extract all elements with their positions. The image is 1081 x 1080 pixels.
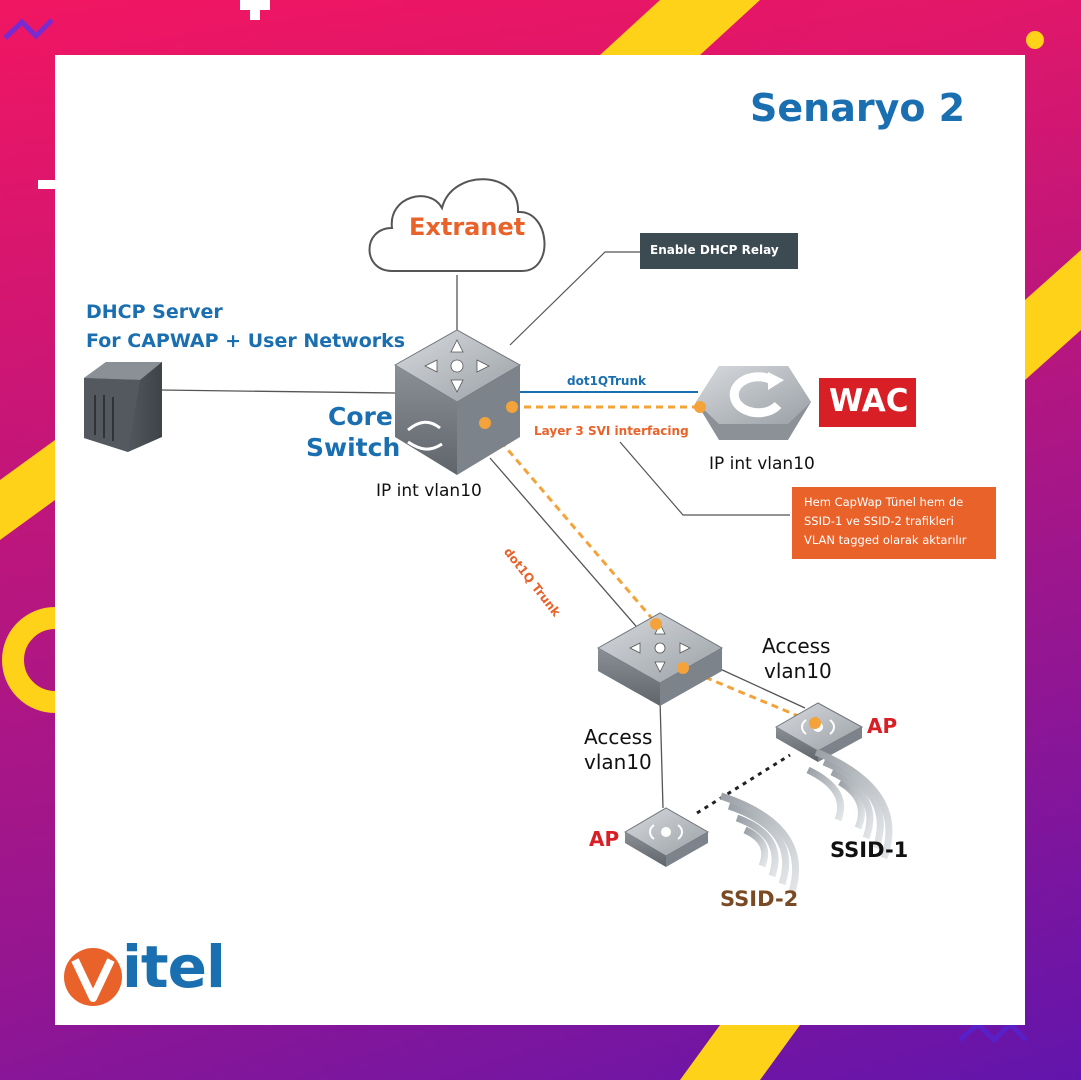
port-dot-access-1 xyxy=(650,618,662,630)
ssid1-label: SSID-1 xyxy=(830,838,909,862)
access-switch-icon xyxy=(596,612,724,706)
callout-line-dhcp-relay xyxy=(509,251,640,346)
page-title: Senaryo 2 xyxy=(750,86,966,130)
port-dot-wac xyxy=(694,401,706,413)
cloud-icon xyxy=(368,178,546,272)
wifi-signal-icon-ssid1 xyxy=(806,748,893,860)
access-point-icon-left xyxy=(624,807,710,867)
server-icon xyxy=(84,362,162,452)
connection-lines xyxy=(159,251,816,815)
ap-right-label: AP xyxy=(867,714,898,738)
callout-line-vlan-note xyxy=(619,441,790,516)
dhcp-server-title: DHCP Server xyxy=(86,301,223,323)
core-switch-icon xyxy=(394,329,522,475)
dhcp-server-subtitle: For CAPWAP + User Networks xyxy=(86,330,406,352)
dhcp-relay-callout-text: Enable DHCP Relay xyxy=(650,243,779,257)
cloud-label: Extranet xyxy=(409,213,526,241)
access-left-line1: Access xyxy=(584,725,653,749)
link-core-access-trunk xyxy=(483,422,657,623)
vlan-note-line1: Hem CapWap Tünel hem de xyxy=(804,495,964,509)
brand-logo-mark xyxy=(64,948,122,1006)
access-right-line2: vlan10 xyxy=(764,659,832,683)
core-switch-label-line2: Switch xyxy=(306,433,401,462)
wac-ip: IP int vlan10 xyxy=(709,454,815,474)
ssid2-label: SSID-2 xyxy=(720,887,799,911)
vlan-note-line3: VLAN tagged olarak aktarılır xyxy=(804,533,967,547)
wac-badge xyxy=(819,378,916,427)
core-switch-ip: IP int vlan10 xyxy=(376,481,482,501)
link-core-access-solid xyxy=(489,457,649,641)
wac-badge-label: WAC xyxy=(829,383,909,419)
link-label-svi: Layer 3 SVI interfacing xyxy=(534,424,689,438)
wac-controller-icon xyxy=(696,366,811,440)
access-right-line1: Access xyxy=(762,634,831,658)
link-access-ap-left xyxy=(659,699,664,809)
core-switch-label-line1: Core xyxy=(328,402,393,431)
link-label-dot1q-trunk: dot1QTrunk xyxy=(567,374,646,388)
port-dot-core-svi xyxy=(506,401,518,413)
port-dot-core-trunk xyxy=(479,417,491,429)
brand-logo-text: itel xyxy=(122,933,226,1001)
port-dot-ap-right xyxy=(809,717,821,729)
vlan-note-line2: SSID-1 ve SSID-2 trafikleri xyxy=(804,514,954,528)
access-left-line2: vlan10 xyxy=(584,750,652,774)
link-access-ap-right-solid xyxy=(717,667,806,709)
callout-box-dhcp-relay xyxy=(640,233,798,269)
callout-box-vlan-note xyxy=(792,487,996,559)
link-ap-ap-wireless xyxy=(696,753,791,815)
ap-left-label: AP xyxy=(589,827,620,851)
wifi-signal-icon-ssid2 xyxy=(719,792,800,894)
link-server-core xyxy=(159,389,396,394)
port-dot-access-2 xyxy=(677,662,689,674)
